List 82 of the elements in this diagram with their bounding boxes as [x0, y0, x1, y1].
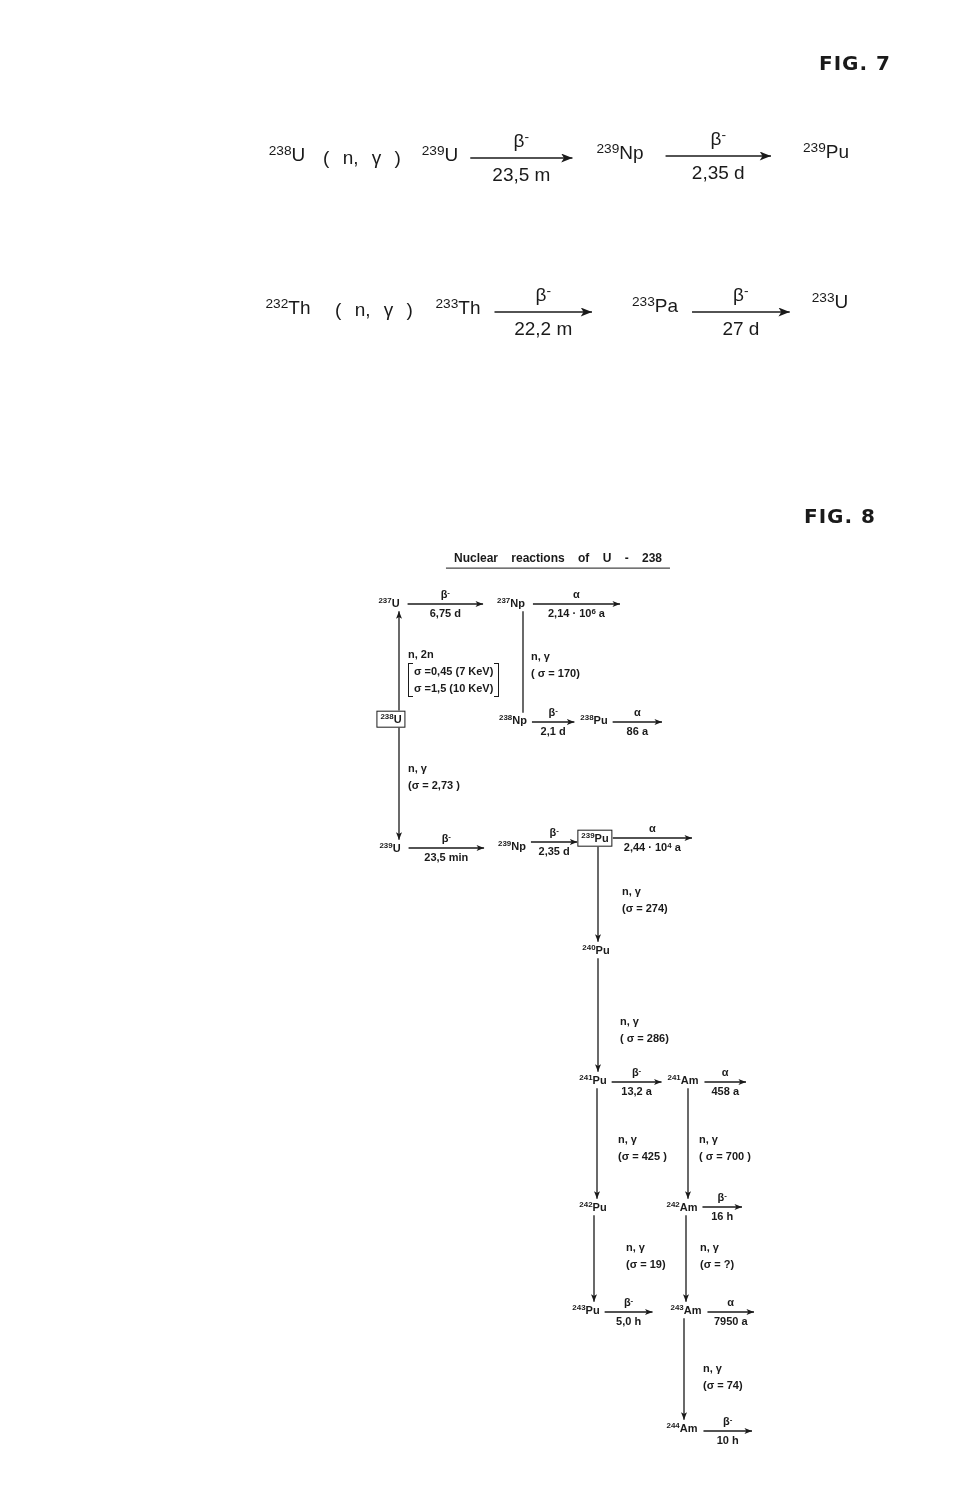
- nuclide-label: $^{239}$U: [379, 841, 401, 855]
- nuclide-label: $^{241}$Pu: [579, 1073, 607, 1087]
- edge-label: β$^{-}$ 2,35 d: [538, 826, 570, 858]
- edge-label: n, γ (σ = 74): [703, 1361, 743, 1393]
- nuclide-label: $^{242}$Pu: [579, 1200, 607, 1214]
- edge-label: n, γ (σ = 19): [626, 1240, 666, 1272]
- arrow: [591, 1214, 597, 1303]
- edge-label: α 86 a: [626, 706, 648, 738]
- arrow: [611, 1079, 663, 1085]
- diagram-title: Nuclear reactions of U - 238: [445, 551, 671, 569]
- arrow: [594, 1087, 600, 1200]
- reaction-label: ( n, γ ): [323, 147, 401, 169]
- edge-label: α 458 a: [711, 1066, 739, 1098]
- nuclide-label: $^{238}$Pu: [580, 713, 608, 727]
- edge-label: n, γ ( σ = 700 ): [699, 1132, 751, 1164]
- figure-number: FIG. 7: [819, 51, 891, 75]
- arrow: [406, 601, 484, 607]
- nuclide-label: $^{238}$Np: [499, 713, 527, 727]
- connector-line: [522, 610, 524, 714]
- edge-label: β$^{-}$ 10 h: [716, 1415, 739, 1447]
- nuclide-label: $^{243}$Am: [670, 1303, 702, 1317]
- edge-label: n, γ (σ = 274): [622, 884, 668, 916]
- arrow: [531, 719, 575, 725]
- nuclide-label: $^{232}$Th: [265, 297, 311, 319]
- nuclide-label: $^{239}$Np: [498, 839, 526, 853]
- nuclide-label: $^{239}$U: [421, 144, 459, 166]
- edge-label: n, γ ( σ = 286): [620, 1014, 669, 1046]
- arrow: [612, 835, 693, 841]
- nuclide-label: $^{240}$Pu: [582, 943, 610, 957]
- arrow: [612, 719, 663, 725]
- nuclide-label: $^{237}$Np: [497, 596, 525, 610]
- arrow: [469, 153, 574, 163]
- nuclide-label: $^{239}$Pu: [802, 141, 850, 163]
- arrow: [703, 1079, 747, 1085]
- edge-label: β$^{-}$ 22,2 m: [514, 284, 573, 340]
- arrow: [691, 307, 791, 317]
- arrow: [532, 601, 621, 607]
- edge-label: β$^{-}$ 23,5 m: [492, 130, 551, 186]
- edge-label: β$^{-}$ 23,5 min: [424, 832, 469, 864]
- nuclide-label: $^{233}$Th: [435, 297, 481, 319]
- nuclide-label: $^{239}$Np: [596, 142, 644, 164]
- reaction-label: ( n, γ ): [335, 299, 413, 321]
- arrow: [681, 1317, 687, 1421]
- edge-label: n, γ (σ = 2,73 ): [408, 761, 460, 793]
- edge-label: α 2,44 · 10$^{4}$ a: [623, 822, 681, 854]
- arrow: [595, 957, 601, 1073]
- arrow: [664, 151, 772, 161]
- arrow: [702, 1428, 753, 1434]
- arrow: [396, 726, 402, 841]
- edge-label: β$^{-}$ 27 d: [722, 284, 760, 340]
- arrow: [604, 1309, 654, 1315]
- nuclide-box: $^{238}$U: [376, 710, 406, 728]
- arrow: [683, 1214, 689, 1303]
- edge-label: β$^{-}$ 5,0 h: [616, 1296, 642, 1328]
- nuclide-label: $^{242}$Am: [666, 1200, 698, 1214]
- arrow: [530, 839, 578, 845]
- nuclide-label: $^{233}$Pa: [631, 295, 679, 317]
- edge-label: n, γ ( σ = 170): [531, 649, 580, 681]
- nuclide-label: $^{233}$U: [811, 291, 849, 313]
- arrow: [595, 845, 601, 943]
- nuclide-label: $^{238}$U: [268, 144, 306, 166]
- nuclide-label: $^{243}$Pu: [572, 1303, 600, 1317]
- arrow: [407, 845, 485, 851]
- edge-label: β$^{-}$ 13,2 a: [621, 1066, 652, 1098]
- arrow: [493, 307, 593, 317]
- edge-label: n, γ (σ = ?): [700, 1240, 735, 1272]
- nuclide-label: $^{244}$Am: [666, 1421, 698, 1435]
- arrow: [701, 1204, 743, 1210]
- nuclide-label: $^{237}$U: [378, 596, 400, 610]
- edge-label: β$^{-}$ 2,1 d: [540, 706, 566, 738]
- edge-label: α 7950 a: [713, 1296, 748, 1328]
- edge-label: β$^{-}$ 2,35 d: [691, 128, 745, 184]
- figure-number: FIG. 8: [804, 504, 876, 528]
- edge-label: n, γ (σ = 425 ): [618, 1132, 667, 1164]
- nuclide-box: $^{239}$Pu: [577, 829, 613, 847]
- edge-label: α 2,14 · 10$^{6}$ a: [547, 588, 605, 620]
- arrow: [685, 1087, 691, 1200]
- edge-label: β$^{-}$ 16 h: [711, 1191, 734, 1223]
- edge-label: β$^{-}$ 6,75 d: [429, 588, 461, 620]
- arrow: [706, 1309, 755, 1315]
- arrow: [396, 610, 402, 712]
- nuclide-label: $^{241}$Am: [667, 1073, 699, 1087]
